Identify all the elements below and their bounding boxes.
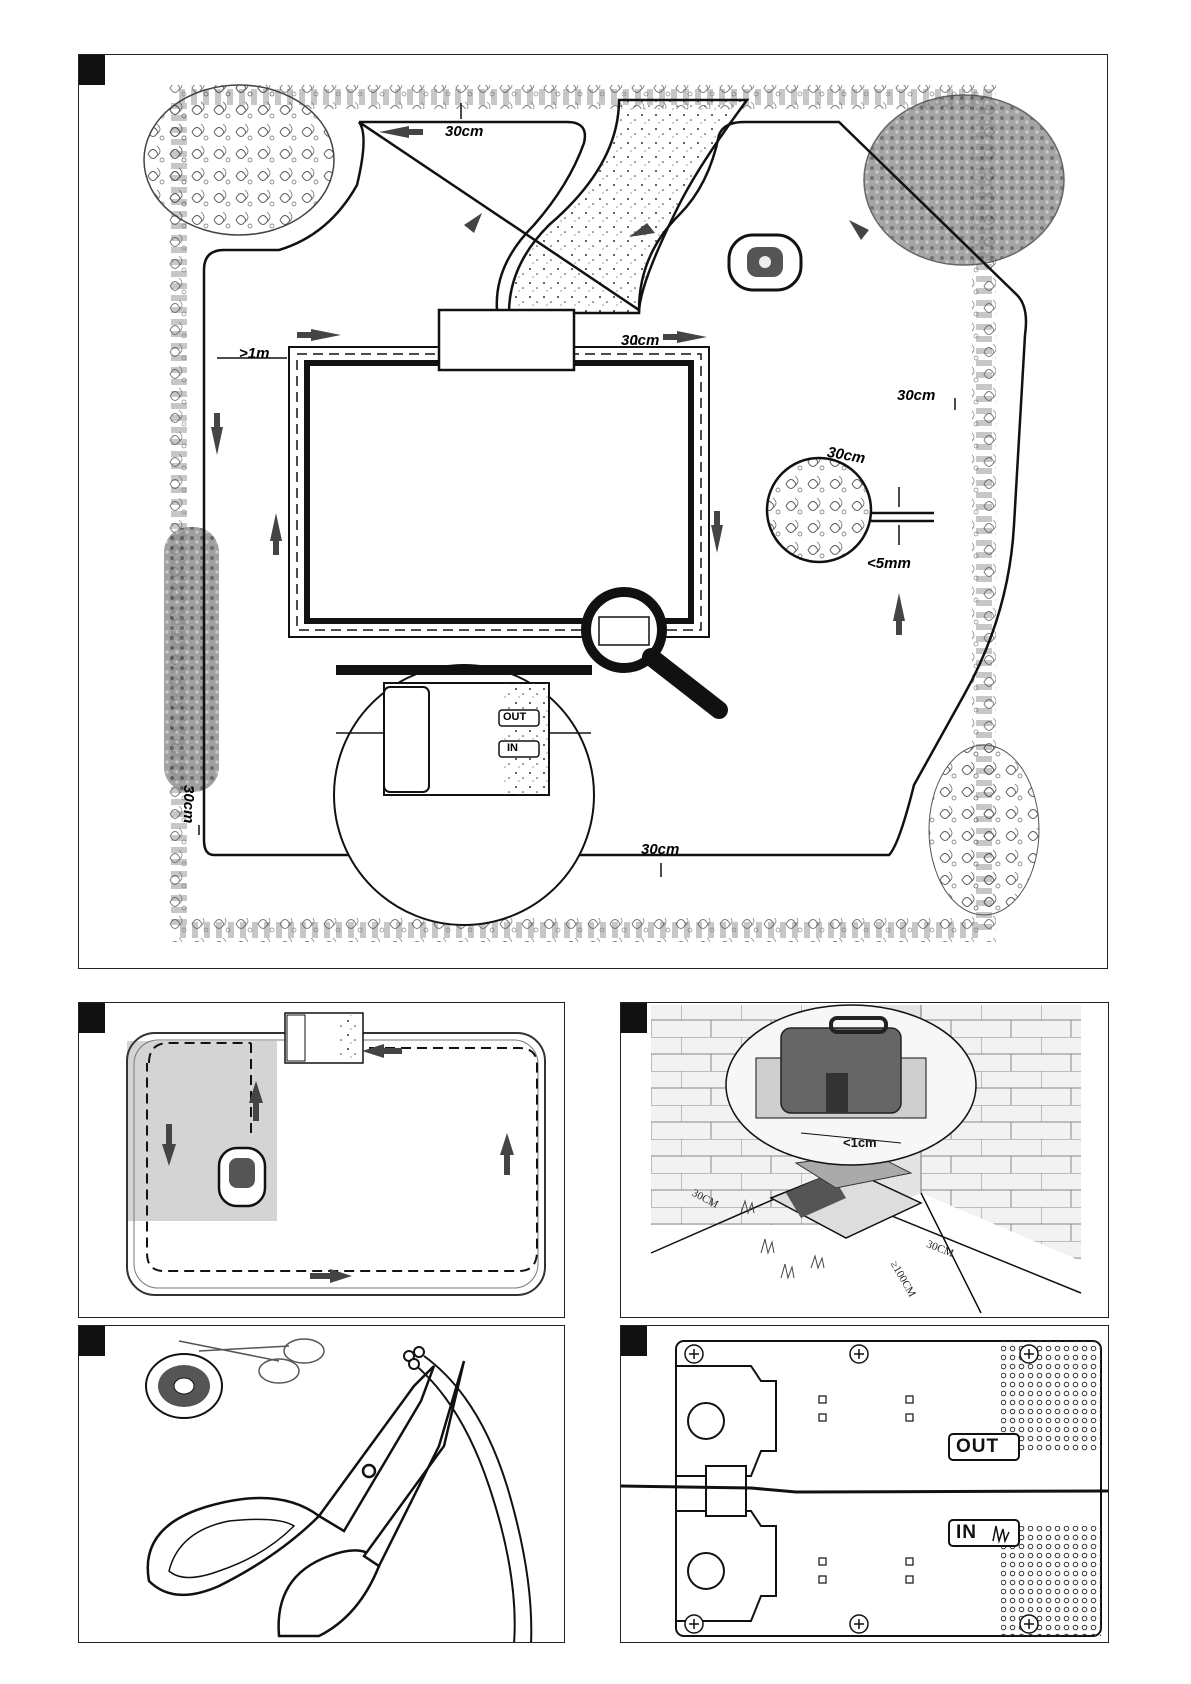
label-top-30cm: 30cm xyxy=(445,123,483,140)
figure-2-wire-loop xyxy=(78,1002,565,1318)
tree-top-right-icon xyxy=(864,95,1064,265)
robot-mower-icon xyxy=(729,235,801,290)
scissors-diagram xyxy=(79,1326,565,1643)
tree-top-left-icon xyxy=(144,85,334,235)
arrow-left-small-icon xyxy=(362,1044,384,1058)
label-right-30cm: 30cm xyxy=(897,387,935,404)
label-bottom-30cm: 30cm xyxy=(641,841,679,858)
label-gap-5mm: <5mm xyxy=(867,555,911,572)
figure-4-cutting-wire xyxy=(78,1325,565,1643)
arrow-up-left-icon xyxy=(849,220,869,240)
label-left-30cm: 30cm xyxy=(180,785,197,823)
magnifier-icon xyxy=(586,592,719,710)
label-mid-30cm: 30cm xyxy=(621,332,659,349)
arrow-up-icon xyxy=(270,513,282,541)
shrub-row-left-icon xyxy=(164,527,219,792)
arrow-down-2-icon xyxy=(711,525,723,553)
label-1m: >1m xyxy=(239,345,269,362)
zoom-detail-station xyxy=(334,665,594,925)
figure-5-station-detail: OUT IN xyxy=(620,1325,1109,1643)
robot-mower-small-icon xyxy=(219,1148,265,1206)
zoom-out-text: OUT xyxy=(503,711,526,723)
figure-1-garden-layout: 30cm >1m 30cm 30cm 30cm <5mm 30cm 30cm O… xyxy=(78,54,1108,969)
garden-diagram xyxy=(79,55,1108,969)
zoom-in-label-box xyxy=(499,741,539,757)
station-placement-diagram xyxy=(621,1003,1109,1318)
arrow-up-right-icon xyxy=(464,213,482,233)
label-in: IN xyxy=(956,1522,977,1544)
figure-3-station-placement: <1cm 30CM 30CM ≥100CM xyxy=(620,1002,1109,1318)
arrow-right-icon xyxy=(311,329,341,341)
label-less-1cm: <1cm xyxy=(843,1135,877,1150)
arrow-left-icon xyxy=(379,126,409,138)
arrow-up-right-small-icon xyxy=(500,1133,514,1155)
arrow-down-icon xyxy=(211,427,223,455)
gravel-path xyxy=(509,100,747,313)
label-out: OUT xyxy=(956,1436,999,1458)
station-mini-icon xyxy=(285,1013,363,1063)
arrow-up-2-icon xyxy=(893,593,905,621)
wire-loop-diagram xyxy=(79,1003,565,1318)
shrub-bottom-right-icon xyxy=(929,745,1039,915)
wire-spool-icon xyxy=(146,1354,222,1418)
arrow-right-2-icon xyxy=(677,331,707,343)
pool xyxy=(289,310,709,637)
zoom-in-text: IN xyxy=(507,742,518,754)
station-topdown-diagram xyxy=(621,1326,1109,1643)
flower-bed xyxy=(767,458,934,562)
